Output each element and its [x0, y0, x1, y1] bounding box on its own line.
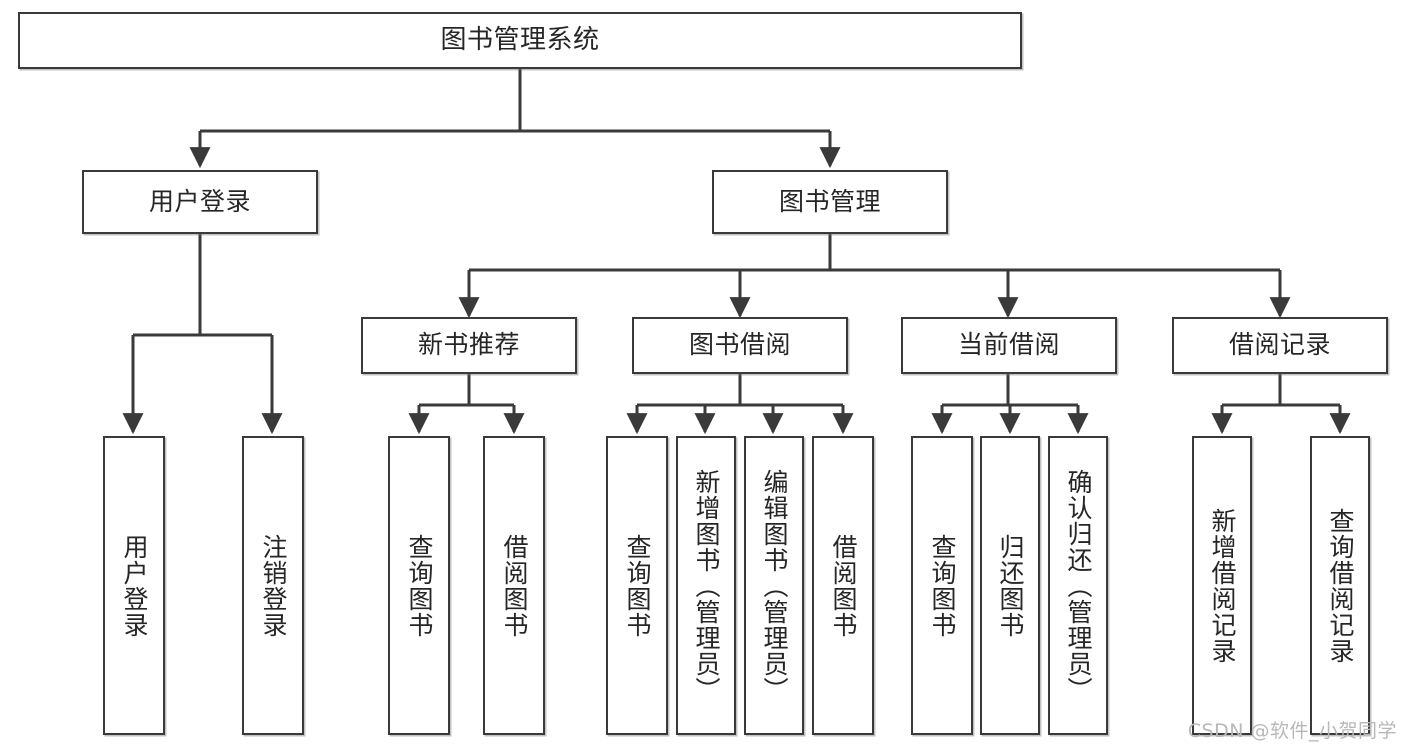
leaf-book-borrow-borrow[interactable]: 借阅图书 — [812, 436, 874, 735]
node-label: 用户登录 — [120, 533, 149, 638]
leaf-user-login-signout[interactable]: 注销登录 — [242, 436, 304, 735]
node-label: 借阅图书 — [500, 533, 529, 638]
node-label: 借阅记录 — [1228, 330, 1331, 360]
node-label: 新增借阅记录 — [1208, 507, 1237, 664]
leaf-book-borrow-add[interactable]: 新增图书（管理员） — [676, 436, 736, 735]
node-current-borrow[interactable]: 当前借阅 — [901, 317, 1117, 374]
node-root-system[interactable]: 图书管理系统 — [18, 12, 1022, 69]
leaf-user-login-signin[interactable]: 用户登录 — [103, 436, 165, 735]
node-label: 注销登录 — [259, 533, 288, 638]
leaf-borrow-record-add[interactable]: 新增借阅记录 — [1192, 436, 1252, 735]
leaf-book-borrow-query[interactable]: 查询图书 — [606, 436, 668, 735]
node-label: 新书推荐 — [417, 330, 520, 360]
node-book-management[interactable]: 图书管理 — [712, 170, 948, 234]
node-label: 借阅图书 — [829, 533, 858, 638]
leaf-new-book-borrow[interactable]: 借阅图书 — [483, 436, 545, 735]
node-label: 图书借阅 — [688, 330, 791, 360]
node-label: 新增图书（管理员） — [692, 468, 721, 703]
leaf-borrow-record-query[interactable]: 查询借阅记录 — [1310, 436, 1370, 735]
node-label: 编辑图书（管理员） — [760, 468, 789, 703]
node-borrow-record[interactable]: 借阅记录 — [1172, 317, 1388, 374]
node-label: 查询图书 — [405, 533, 434, 638]
node-label: 归还图书 — [996, 533, 1025, 638]
leaf-book-borrow-edit[interactable]: 编辑图书（管理员） — [744, 436, 804, 735]
node-label: 确认归还（管理员） — [1064, 468, 1093, 703]
node-new-book-recommend[interactable]: 新书推荐 — [361, 317, 577, 374]
node-label: 图书管理 — [778, 186, 881, 216]
node-label: 查询图书 — [623, 533, 652, 638]
node-label: 用户登录 — [148, 186, 251, 216]
leaf-current-borrow-query[interactable]: 查询图书 — [911, 436, 973, 735]
node-book-borrow[interactable]: 图书借阅 — [632, 317, 848, 374]
leaf-current-borrow-return[interactable]: 归还图书 — [980, 436, 1040, 735]
node-label: 当前借阅 — [957, 330, 1060, 360]
leaf-new-book-query[interactable]: 查询图书 — [388, 436, 450, 735]
leaf-current-borrow-confirm[interactable]: 确认归还（管理员） — [1048, 436, 1108, 735]
node-label: 查询图书 — [928, 533, 957, 638]
node-label: 查询借阅记录 — [1326, 507, 1355, 664]
node-user-login[interactable]: 用户登录 — [82, 170, 318, 234]
node-label: 图书管理系统 — [440, 24, 600, 55]
